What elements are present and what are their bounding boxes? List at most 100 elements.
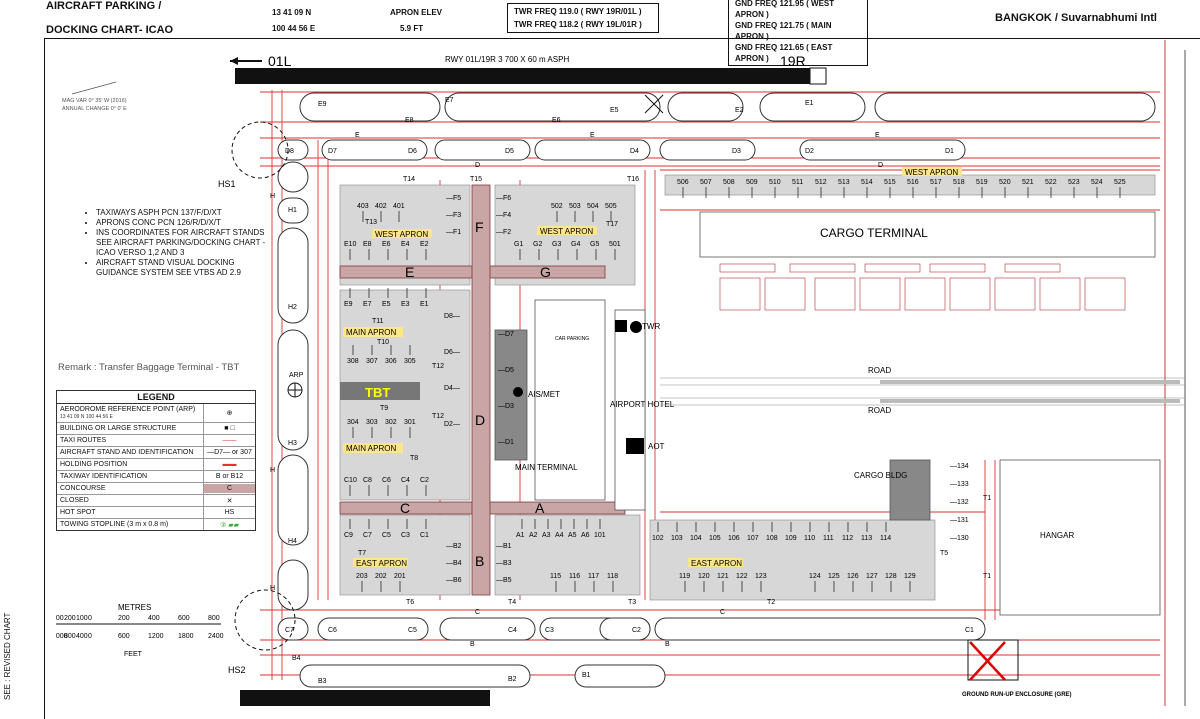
stand-label: 111 <box>823 535 834 542</box>
stand-label: 102 <box>652 535 664 542</box>
stand-label: 306 <box>385 358 397 365</box>
stand-label: 518 <box>953 179 965 186</box>
hot-spot-1 <box>231 121 289 179</box>
stand-label: C6 <box>382 477 391 484</box>
hs1-label: HS1 <box>218 179 236 189</box>
stand-label: G3 <box>552 241 561 248</box>
gre-cross-b <box>969 641 1006 681</box>
twy-t5: T5 <box>940 550 948 557</box>
twy-t17: T17 <box>606 221 618 228</box>
legend-label: HOLDING POSITION <box>57 459 204 470</box>
note-item: APRONS CONC PCN 126/R/D/X/T <box>96 218 276 228</box>
east-apron-label-2: EAST APRON <box>691 559 742 568</box>
twy-c3: C3 <box>545 627 554 634</box>
twy-e7: E7 <box>445 97 454 104</box>
legend-row: CLOSED ✕ <box>57 495 255 507</box>
stand-label: 115 <box>550 573 561 580</box>
stand-label: 516 <box>907 179 919 186</box>
twy-t13: T13 <box>365 219 377 226</box>
twy-d3: D3 <box>732 148 741 155</box>
stand-label: D6— <box>444 349 460 356</box>
arrow-head <box>230 57 238 65</box>
metres-label: METRES <box>118 603 151 612</box>
road-band-1 <box>880 380 1180 384</box>
arp-label: ARP <box>289 372 304 379</box>
legend-row: TAXIWAY IDENTIFICATION B or B12 <box>57 471 255 483</box>
stand-label: E6 <box>382 241 391 248</box>
scale-ticks: 3002001000200400600800100080040006001200… <box>56 615 224 640</box>
stand-label: G1 <box>514 241 523 248</box>
legend-row: AIRCRAFT STAND AND IDENTIFICATION —D7— o… <box>57 447 255 459</box>
stand-label: —B2 <box>446 543 462 550</box>
stand-label: 305 <box>404 358 416 365</box>
stand-label: 112 <box>842 535 853 542</box>
twy-t1: T1 <box>983 495 991 502</box>
main-terminal-label: MAIN TERMINAL <box>515 463 578 472</box>
scale-tick-feet: 2400 <box>208 633 224 640</box>
legend-symbol: —D7— or 307 <box>207 449 252 456</box>
twy-h4: H4 <box>288 538 297 545</box>
twy-t16: T16 <box>627 176 639 183</box>
stand-label: —B3 <box>496 560 512 567</box>
twy-b-low2: B <box>665 641 670 648</box>
stand-label: —F1 <box>446 229 461 236</box>
scale-tick-metres: 200 <box>64 615 76 622</box>
main-terminal-complex <box>494 299 1161 616</box>
twy-c-low2: C <box>720 609 725 616</box>
twy-d6: D6 <box>408 148 417 155</box>
twy-t10: T10 <box>377 339 389 346</box>
stand-label: A3 <box>542 532 551 539</box>
stand-label: 120 <box>698 573 710 580</box>
taxiway-labels: E9 E7 E8 E6 E5 E2 E1 D8 D7 D6 D5 D4 D3 D… <box>270 97 991 685</box>
stand-label: E8 <box>363 241 372 248</box>
stand-label: 201 <box>394 573 406 580</box>
stand-label: 203 <box>356 573 368 580</box>
stand-label: 107 <box>747 535 759 542</box>
stand-label: 121 <box>717 573 729 580</box>
twy-d5: D5 <box>505 148 514 155</box>
stand-label: —D1 <box>498 439 514 446</box>
aerodrome-name: BANGKOK / Suvarnabhumi Intl <box>995 12 1157 24</box>
twr-frequencies: TWR FREQ 119.0 ( RWY 19R/01L ) TWR FREQ … <box>507 3 659 33</box>
twy-c1: C1 <box>965 627 974 634</box>
stand-label: A6 <box>581 532 590 539</box>
stand-label: E7 <box>363 301 372 308</box>
stand-label: D4— <box>444 385 460 392</box>
legend-symbol: C <box>204 484 255 493</box>
stand-label: 513 <box>838 179 850 186</box>
stand-label: E9 <box>344 301 353 308</box>
twy-t2: T2 <box>767 599 775 606</box>
stand-label: 109 <box>785 535 797 542</box>
note-item: AIRCRAFT STAND VISUAL DOCKING GUIDANCE S… <box>96 258 276 278</box>
scale-tick-metres: 200 <box>118 615 130 622</box>
stand-label: A5 <box>568 532 577 539</box>
legend: LEGEND AERODROME REFERENCE POINT (ARP)13… <box>56 390 256 531</box>
stand-label: 101 <box>594 532 606 539</box>
scale-tick-feet: 400 <box>76 633 88 640</box>
twy-e1: E1 <box>805 100 814 107</box>
legend-row: TAXI ROUTES —— <box>57 435 255 447</box>
twy-c5: C5 <box>408 627 417 634</box>
stand-label: 517 <box>930 179 942 186</box>
twy-t15: T15 <box>470 176 482 183</box>
twy-t11: T11 <box>372 318 384 325</box>
tbt-building <box>340 382 420 400</box>
stand-label: —F5 <box>446 195 461 202</box>
aot-label: AOT <box>648 442 665 451</box>
stand-label: 402 <box>375 203 387 210</box>
scale-tick-feet: 600 <box>118 633 130 640</box>
stand-label: —133 <box>950 481 969 488</box>
stand-label: —134 <box>950 463 969 470</box>
concourse-c: C <box>400 500 410 516</box>
main-apron-label-2: MAIN APRON <box>346 444 396 453</box>
twy-b2: B2 <box>508 676 517 683</box>
legend-row: CONCOURSE C <box>57 483 255 495</box>
ais-met-label: AIS/MET <box>528 390 560 399</box>
concourse-a: A <box>535 500 545 516</box>
twy-e8: E8 <box>405 117 414 124</box>
stand-label: —D3 <box>498 403 514 410</box>
twy-e-mid3: E <box>875 132 880 139</box>
stand-label: 114 <box>880 535 891 542</box>
runway-01l-label: 01L <box>268 53 292 69</box>
